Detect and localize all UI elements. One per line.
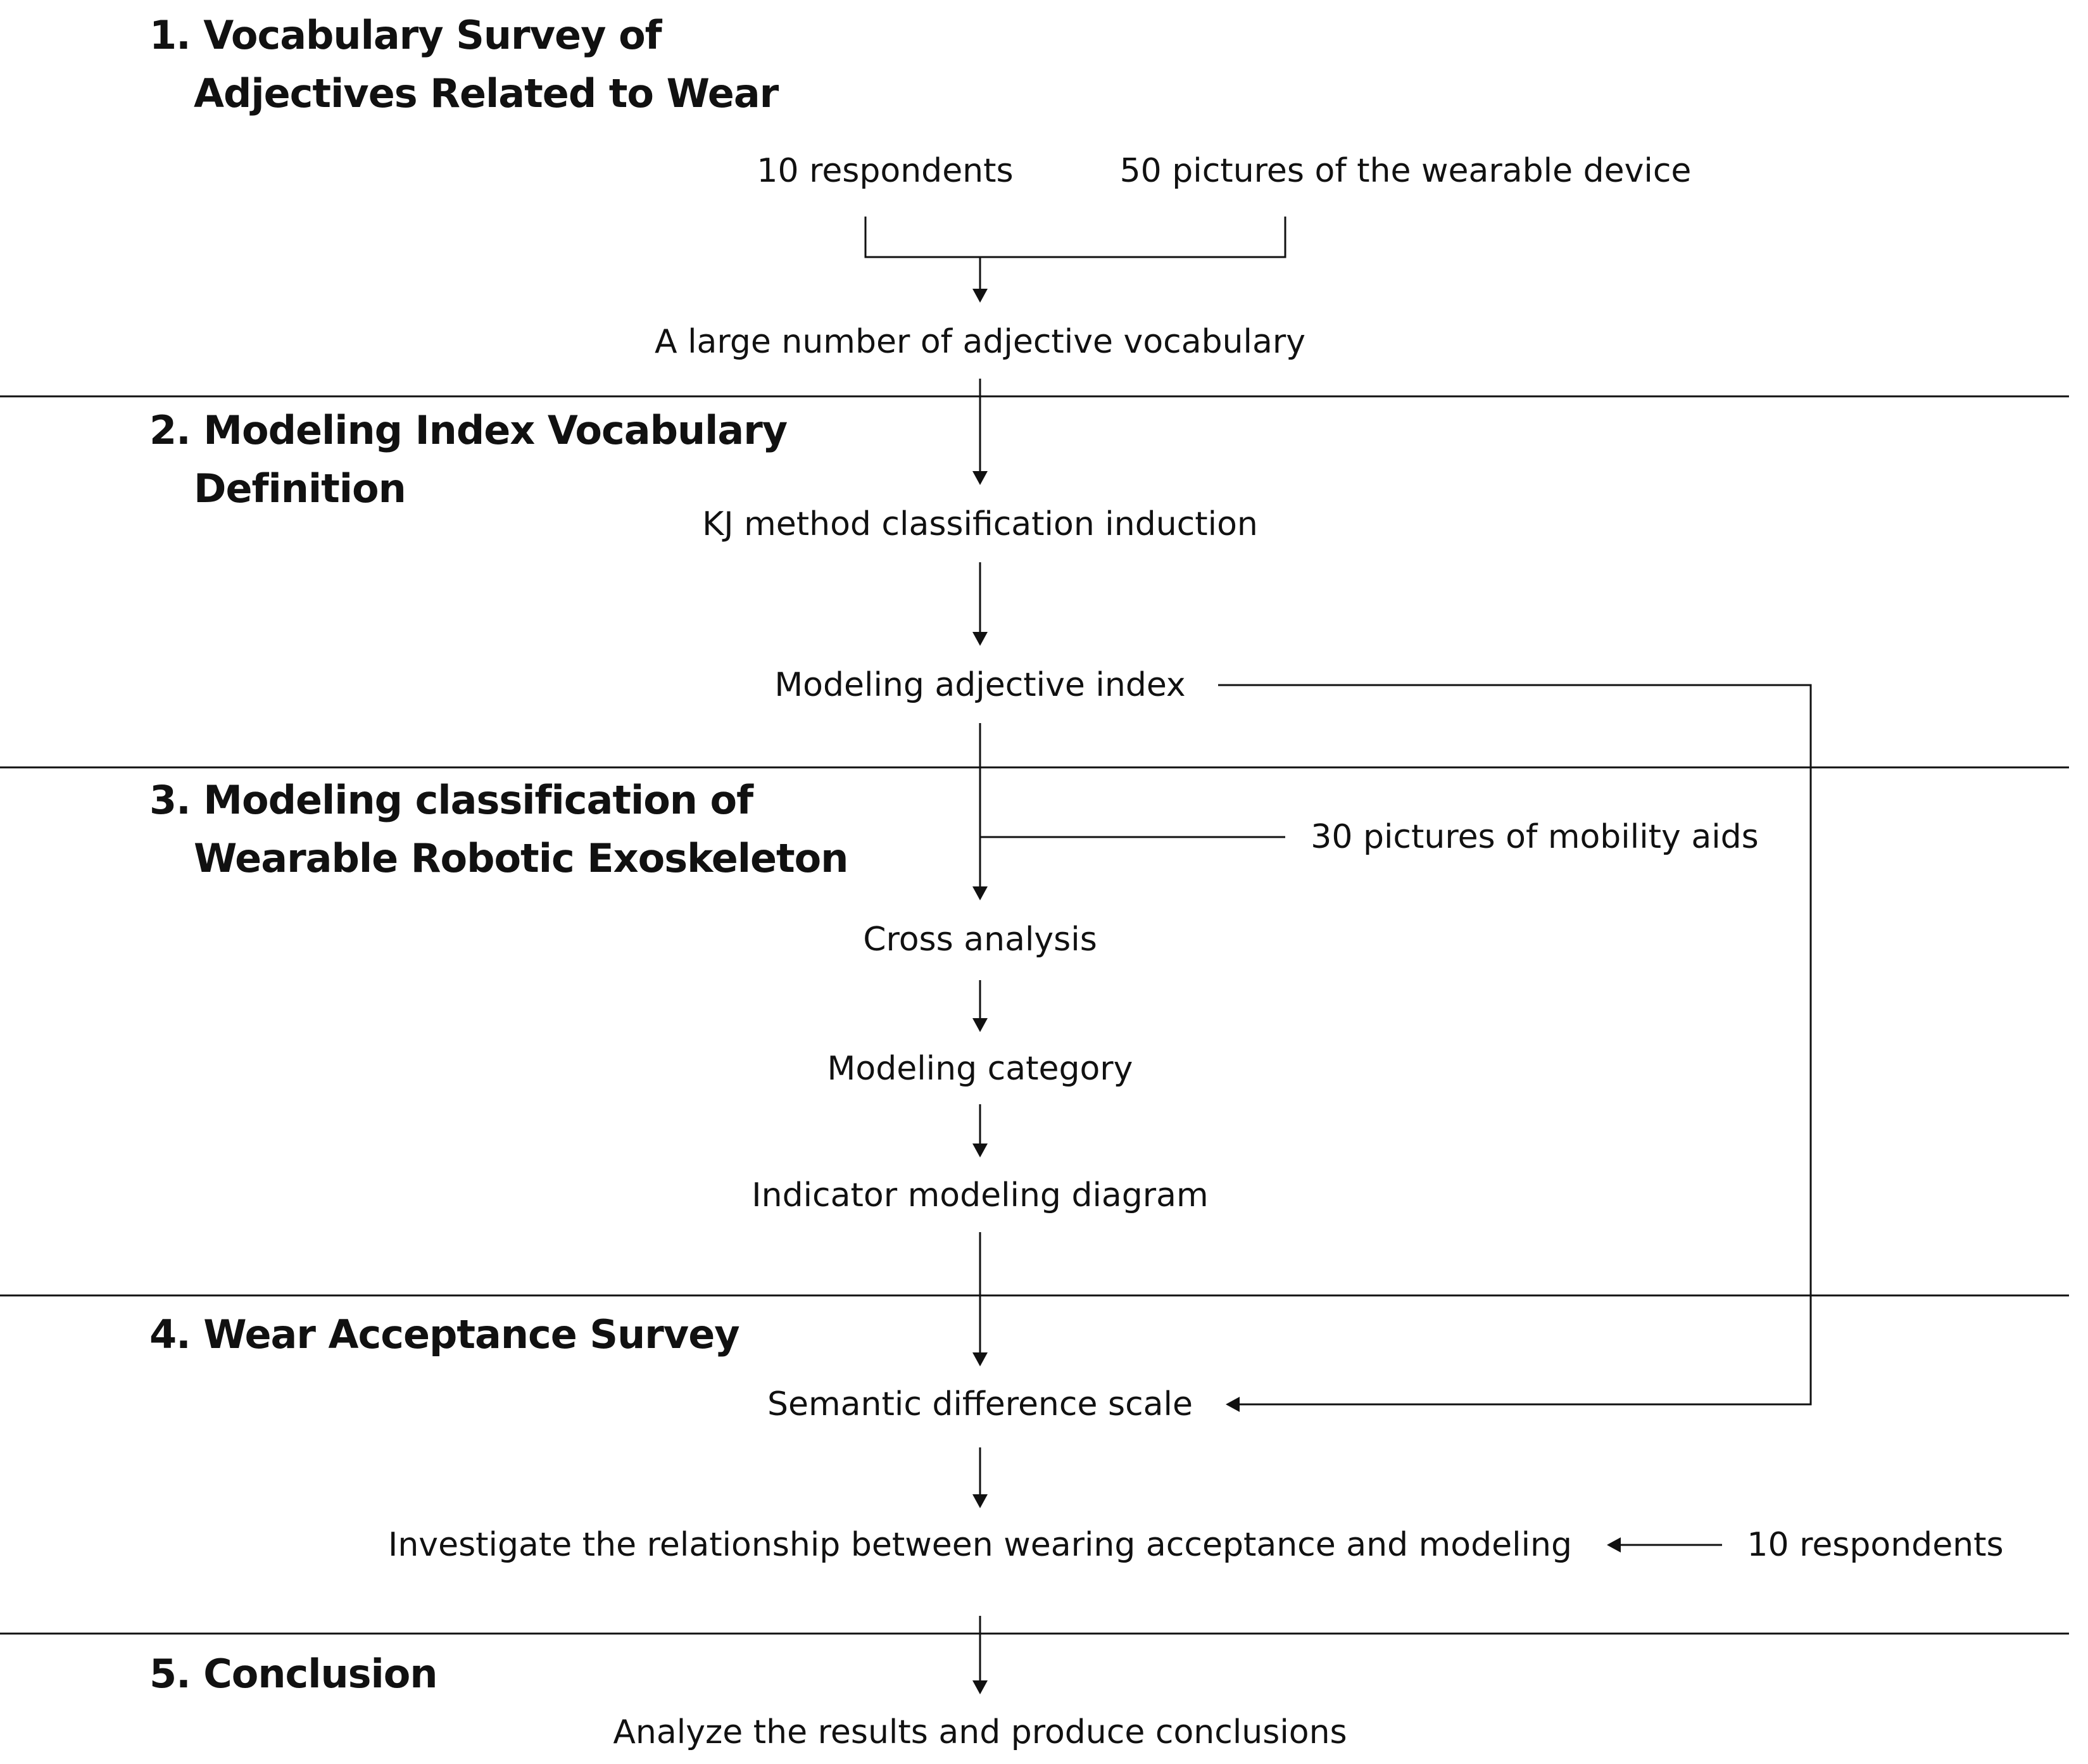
arrowhead xyxy=(972,289,988,303)
node-indicator-diagram: Indicator modeling diagram xyxy=(752,1176,1209,1214)
merge-bracket xyxy=(864,217,1286,258)
arrowhead xyxy=(972,1143,988,1157)
node-mobility-pictures: 30 pictures of mobility aids xyxy=(1311,818,1759,856)
arrowhead xyxy=(972,886,988,900)
node-respondents: 10 respondents xyxy=(757,152,1014,190)
arrowhead xyxy=(972,1352,988,1366)
section-heading-3-cont: Wearable Robotic Exoskeleton xyxy=(194,835,848,881)
section-heading-3: 3. Modeling classification of xyxy=(149,777,753,823)
node-modeling-category: Modeling category xyxy=(827,1050,1133,1088)
node-semantic-scale: Semantic difference scale xyxy=(767,1385,1193,1423)
section-heading-5: 5. Conclusion xyxy=(149,1651,438,1697)
node-kj-method: KJ method classification induction xyxy=(702,505,1258,543)
section-heading-1: 1. Vocabulary Survey of xyxy=(149,12,662,58)
arrowhead xyxy=(972,1680,988,1694)
node-cross-analysis: Cross analysis xyxy=(863,921,1097,959)
arrowhead xyxy=(1607,1537,1621,1553)
arrowhead xyxy=(972,1494,988,1508)
section-heading-1-cont: Adjectives Related to Wear xyxy=(194,70,779,117)
node-conclusion: Analyze the results and produce conclusi… xyxy=(613,1713,1347,1751)
node-respondents-survey: 10 respondents xyxy=(1747,1526,2004,1564)
feedback-line xyxy=(1218,684,1812,1406)
arrowhead xyxy=(972,632,988,646)
node-wearable-pictures: 50 pictures of the wearable device xyxy=(1119,152,1692,190)
arrowhead xyxy=(1226,1397,1240,1412)
arrowhead xyxy=(972,1018,988,1032)
node-adjective-vocabulary: A large number of adjective vocabulary xyxy=(654,323,1306,361)
section-heading-4: 4. Wear Acceptance Survey xyxy=(149,1311,740,1358)
section-heading-2: 2. Modeling Index Vocabulary xyxy=(149,407,788,453)
node-investigate: Investigate the relationship between wea… xyxy=(388,1526,1572,1564)
arrowhead xyxy=(972,471,988,485)
node-modeling-index: Modeling adjective index xyxy=(774,666,1186,704)
section-heading-2-cont: Definition xyxy=(194,465,406,512)
